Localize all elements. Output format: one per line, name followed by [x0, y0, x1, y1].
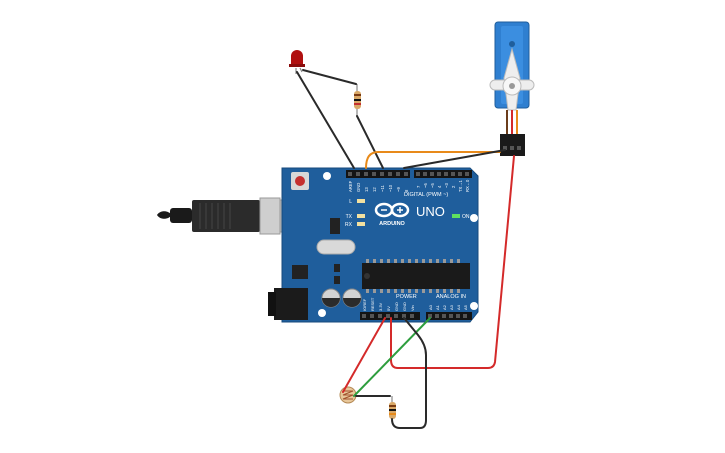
pin-label: Vin — [410, 305, 415, 311]
pin-label: ~11 — [380, 185, 385, 192]
pin-label: 8 — [404, 189, 409, 192]
arduino-uno-board[interactable]: L TX RX UNO ARDUINO ON — [268, 167, 479, 323]
wire-red[interactable] — [342, 317, 386, 393]
mounting-hole — [470, 302, 478, 310]
pin-label: GND — [394, 302, 399, 311]
pin-label: 12 — [372, 187, 377, 192]
ldr-resistor[interactable] — [389, 396, 396, 419]
wire-black[interactable] — [356, 115, 384, 169]
micro-servo[interactable] — [489, 21, 535, 156]
pin-label: A4 — [456, 304, 461, 310]
pin-label: IOREF — [362, 298, 367, 311]
wire-red[interactable] — [390, 155, 515, 369]
wire-black[interactable] — [296, 71, 355, 169]
digital-pwm-label: DIGITAL (PWM ~) — [404, 192, 448, 198]
uno-label: UNO — [416, 204, 445, 219]
wire-orange[interactable] — [365, 151, 501, 169]
capacitor — [342, 288, 362, 308]
chip — [330, 218, 340, 234]
servo-horn[interactable] — [489, 47, 535, 111]
pin-label: A3 — [449, 304, 454, 310]
pin-label: 2 — [451, 185, 456, 188]
pin-label: ~6 — [423, 183, 428, 188]
capacitor — [321, 288, 341, 308]
mounting-hole — [470, 214, 478, 222]
analog-header[interactable] — [426, 312, 472, 320]
tx-label: TX — [346, 214, 353, 220]
pin-label: 7 — [416, 185, 421, 188]
pin-label: A2 — [442, 304, 447, 310]
pin-label: A1 — [435, 304, 440, 310]
reset-button[interactable] — [291, 172, 309, 190]
on-led — [452, 214, 460, 218]
pin-label: A0 — [428, 304, 433, 310]
pin-label: ~9 — [396, 187, 401, 192]
tx-led — [357, 214, 365, 218]
pin-label: AREF — [348, 180, 353, 192]
wire-black[interactable] — [403, 149, 506, 169]
pin-label: 13 — [364, 187, 369, 192]
pin-label: TX→1 — [458, 179, 463, 192]
wire-green[interactable] — [353, 317, 431, 397]
pin-label: RESET — [370, 297, 375, 311]
power-jack[interactable] — [268, 288, 308, 320]
servo-connector[interactable] — [500, 134, 525, 156]
regulator-chip — [292, 265, 308, 279]
atmega-microcontroller — [362, 259, 470, 293]
usb-cable[interactable] — [157, 197, 291, 235]
pin-label: ~3 — [444, 183, 449, 188]
pin-label: A5 — [463, 304, 468, 310]
digital-header[interactable] — [346, 170, 472, 178]
l-led — [357, 199, 365, 203]
pin-label: GND — [402, 302, 407, 311]
pin-label: GND — [356, 183, 361, 192]
rx-led — [357, 222, 365, 226]
pin-label: ~10 — [388, 184, 393, 192]
analog-in-label: ANALOG IN — [436, 294, 466, 300]
led-resistor[interactable] — [354, 84, 361, 116]
mounting-hole — [318, 309, 326, 317]
rx-label: RX — [345, 222, 353, 228]
pin-label: ~5 — [430, 183, 435, 188]
red-led[interactable] — [289, 50, 305, 74]
power-label: POWER — [396, 294, 417, 300]
pin-label: 3.3V — [378, 302, 383, 311]
wire-black[interactable] — [391, 317, 427, 429]
pin-label: RX←0 — [465, 179, 470, 192]
l-label: L — [349, 199, 352, 205]
mounting-hole — [323, 172, 331, 180]
arduino-logo — [374, 202, 410, 218]
arduino-label: ARDUINO — [379, 221, 405, 227]
pin-label: 4 — [437, 185, 442, 188]
crystal-oscillator — [316, 239, 356, 255]
power-header[interactable] — [360, 312, 420, 320]
pin-label: 5V — [386, 306, 391, 311]
on-label: ON — [462, 214, 470, 220]
wire-black[interactable] — [302, 69, 357, 85]
